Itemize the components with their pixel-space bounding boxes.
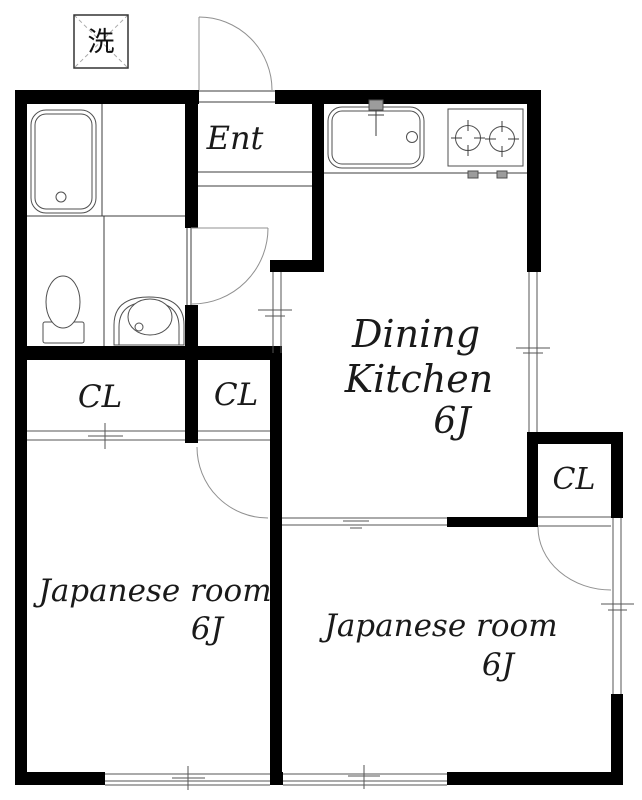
dk-room-sliding-door: [282, 517, 447, 529]
window-bottom-left: [105, 766, 270, 790]
interior-lines: [27, 90, 527, 346]
toilet: [42, 275, 85, 344]
japanese-room-right-label: Japanese room: [318, 608, 557, 644]
window-right-upper: [516, 272, 550, 432]
laundry-label: 洗: [88, 27, 115, 58]
bathtub: [30, 109, 97, 214]
window-bottom-right: [283, 765, 447, 789]
entrance-label: Ent: [206, 119, 264, 157]
washing-machine-pan: [73, 14, 129, 69]
closet-left-label: CL: [78, 379, 122, 415]
kitchen-sink: [327, 99, 425, 169]
faucet-icon: [368, 99, 384, 111]
dining-kitchen-label-line2: Kitchen: [344, 357, 494, 401]
walls: [15, 90, 623, 785]
washbasin: [113, 296, 185, 346]
closet-right-label: CL: [553, 462, 596, 497]
dining-kitchen-label-line1: Dining: [351, 312, 480, 356]
closet-right-door-swing: [537, 526, 612, 591]
dining-kitchen-size-label: 6J: [433, 401, 473, 442]
closet-middle-label: CL: [214, 377, 258, 413]
japanese-room-right-size-label: 6J: [482, 647, 516, 683]
hall-dk-opening: [258, 272, 292, 353]
closet-middle-opening: [198, 430, 270, 441]
washroom-door-swing: [191, 227, 269, 305]
entrance-door-swing: [198, 16, 273, 91]
closet-middle-door-swing: [196, 446, 269, 519]
closet-left-sliding-door: [27, 423, 185, 449]
closet-right-opening: [538, 516, 611, 527]
japanese-room-left-size-label: 6J: [191, 611, 225, 647]
stove-knob-icon: [496, 170, 508, 179]
window-right-lower: [601, 518, 634, 694]
japanese-room-left-label: Japanese room: [32, 573, 271, 609]
stove-knob-icon: [467, 170, 479, 179]
stove: [447, 108, 524, 179]
